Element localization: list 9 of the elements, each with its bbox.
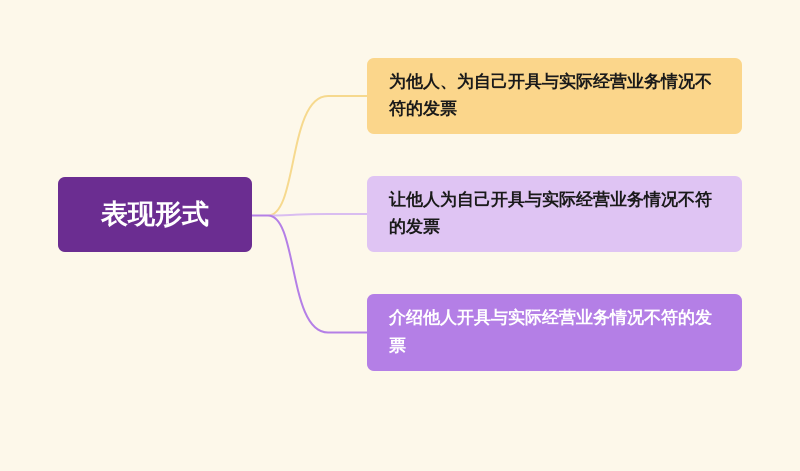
node-label: 介绍他人开具与实际经营业务情况不符的发票 [389, 307, 713, 358]
node-label: 让他人为自己开具与实际经营业务情况不符的发票 [389, 188, 713, 239]
node-label: 表现形式 [101, 198, 209, 232]
branch-box [367, 176, 742, 252]
branch-box [367, 294, 742, 371]
topic-box [58, 177, 252, 252]
branch-box [367, 58, 742, 134]
connector-line [252, 214, 367, 334]
node-label: 为他人、为自己开具与实际经营业务情况不符的发票 [389, 70, 713, 121]
